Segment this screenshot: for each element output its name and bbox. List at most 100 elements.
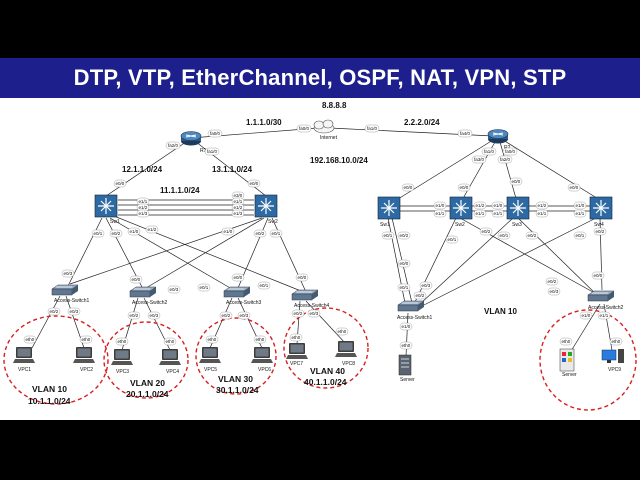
port-label: e0/3 [550, 289, 559, 294]
port-label: e0/2 [294, 311, 303, 316]
right-as1-label: Access-Switch1 [397, 315, 433, 321]
right-sw1-multilayer-switch[interactable] [377, 196, 401, 220]
r1-sw2-subnet-label: 13.1.1.0/24 [212, 165, 253, 174]
port-label: e0/0 [400, 261, 409, 266]
port-label: eth0 [118, 339, 127, 344]
port-label: eth0 [402, 343, 411, 348]
right-sw4-label: Sw4 [594, 222, 604, 228]
right-sw4-multilayer-switch[interactable] [589, 196, 613, 220]
port-label: e1/0 [576, 203, 585, 208]
sw1-label: Sw1 [110, 219, 120, 225]
port-label: e1/1 [494, 211, 503, 216]
vlan40-subnet: 40.1.1.0/24 [304, 377, 347, 387]
vlan20-subnet: 20.1.1.0/24 [126, 389, 169, 399]
port-label: eth0 [208, 337, 217, 342]
port-label: e0/0 [594, 273, 603, 278]
port-label: e1/0 [494, 203, 503, 208]
vpc9-pc[interactable] [601, 349, 624, 363]
port-label: e0/1 [400, 285, 409, 290]
sw1-multilayer-switch[interactable] [94, 194, 118, 218]
vpc6-label: VPC6 [258, 367, 271, 373]
vpc6-pc[interactable] [251, 347, 273, 363]
port-label: fa0/0 [299, 126, 310, 131]
right-sw2-multilayer-switch[interactable] [449, 196, 473, 220]
vlan30-subnet: 30.1.1.0/24 [216, 385, 259, 395]
port-label: e1/1 [139, 199, 148, 204]
r1-internet-subnet-label: 1.1.1.0/30 [246, 118, 282, 127]
port-label: e0/0 [404, 185, 413, 190]
port-label: e0/2 [528, 233, 537, 238]
port-label: e0/0 [250, 181, 259, 186]
port-label: e0/1 [448, 237, 457, 242]
port-label: e0/2 [400, 233, 409, 238]
access-switch3[interactable] [223, 286, 251, 298]
right-access-switch1[interactable] [397, 300, 425, 312]
port-label: e0/3 [240, 313, 249, 318]
vpc5-pc[interactable] [199, 347, 221, 363]
port-label: eth0 [166, 339, 175, 344]
right-sw3-multilayer-switch[interactable] [506, 196, 530, 220]
right-access-switch2[interactable] [587, 290, 615, 302]
page-title: DTP, VTP, EtherChannel, OSPF, NAT, VPN, … [73, 65, 567, 90]
port-label: fa3/0 [474, 157, 485, 162]
port-label: e1/0 [130, 229, 139, 234]
vpn-lan-subnet-label: 192.168.10.0/24 [310, 156, 368, 165]
right-vlan10-zone [539, 309, 637, 411]
port-label: e0/2 [548, 279, 557, 284]
port-label: fa2/0 [168, 143, 179, 148]
vpc4-label: VPC4 [166, 369, 179, 375]
vpc7-pc[interactable] [286, 343, 308, 359]
right-sw2-label: Sw2 [455, 222, 465, 228]
vlan30-zone [195, 317, 277, 395]
vpc2-pc[interactable] [73, 347, 95, 363]
port-label: e1/0 [224, 229, 233, 234]
right-sw1-label: Sw1 [380, 222, 390, 228]
port-label: e1/1 [234, 199, 243, 204]
vlan20-name: VLAN 20 [130, 378, 165, 388]
internet-label: Internet [320, 135, 338, 141]
vpc1-label: VPC1 [18, 367, 31, 373]
vpc5-label: VPC5 [204, 367, 217, 373]
port-label: e1/2 [234, 205, 243, 210]
server-left[interactable] [398, 354, 412, 376]
port-label: e0/2 [256, 231, 265, 236]
port-label: e1/2 [538, 203, 547, 208]
r2-internet-subnet-label: 2.2.2.0/24 [404, 118, 440, 127]
title-banner: DTP, VTP, EtherChannel, OSPF, NAT, VPN, … [0, 58, 640, 98]
r1-sw1-subnet-label: 12.1.1.0/24 [122, 165, 163, 174]
internet-cloud[interactable] [313, 119, 335, 134]
port-label: e0/3 [150, 313, 159, 318]
port-label: e0/3 [310, 311, 319, 316]
port-label: e0/1 [500, 233, 509, 238]
access-switch1[interactable] [51, 284, 79, 296]
vpc3-pc[interactable] [111, 349, 133, 365]
vlan10-name: VLAN 10 [32, 384, 67, 394]
port-label: e0/2 [482, 229, 491, 234]
vpc1-pc[interactable] [13, 347, 35, 363]
port-label: eth0 [256, 337, 265, 342]
port-label: eth0 [82, 337, 91, 342]
vpc8-pc[interactable] [335, 341, 357, 357]
access-switch2[interactable] [129, 286, 157, 298]
topology-diagram: R1 R2 Internet Sw1 Sw2 Access-Switch1 Ac… [3, 101, 637, 411]
access-switch4[interactable] [291, 289, 319, 301]
as4-label: Access-Switch4 [294, 303, 330, 309]
vlan10-subnet: 10.1.1.0/24 [28, 396, 71, 406]
port-label: e1/1 [576, 211, 585, 216]
sw2-multilayer-switch[interactable] [254, 194, 278, 218]
port-label: e1/0 [402, 324, 411, 329]
port-label: e1/2 [148, 227, 157, 232]
port-label: e0/2 [112, 231, 121, 236]
r1-router[interactable] [180, 131, 202, 146]
port-label: e0/3 [170, 287, 179, 292]
server-right[interactable] [559, 348, 575, 372]
vpc3-label: VPC3 [116, 369, 129, 375]
port-label: fa0/0 [210, 131, 221, 136]
port-label: e1/1 [600, 313, 609, 318]
port-label: eth0 [292, 335, 301, 340]
port-label: fa4/0 [460, 131, 471, 136]
port-label: e0/3 [70, 309, 79, 314]
vpc4-pc[interactable] [159, 349, 181, 365]
vlan40-name: VLAN 40 [310, 366, 345, 376]
r2-router[interactable] [487, 129, 509, 144]
